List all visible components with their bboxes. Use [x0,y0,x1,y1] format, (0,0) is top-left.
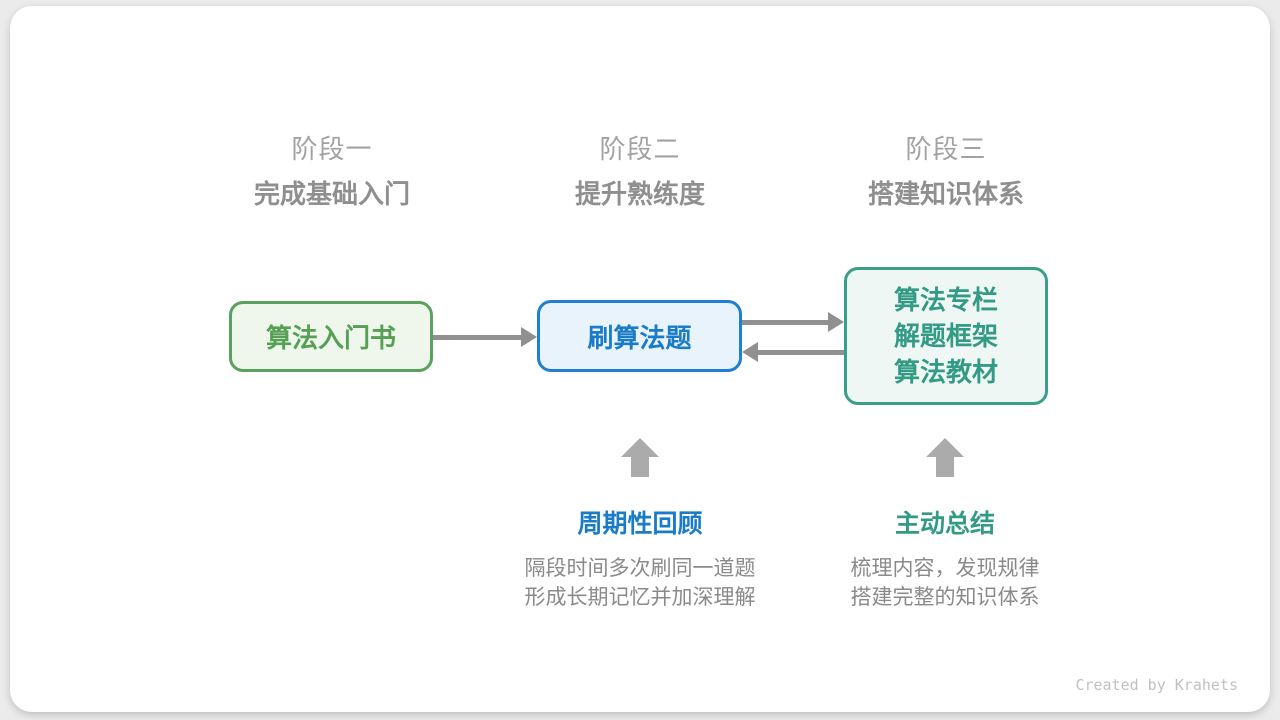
stage-2-label: 阶段二 [599,134,681,164]
node-practice-text: 刷算法题 [587,322,692,353]
method-summarize-desc-line-1: 梳理内容，发现规律 [850,557,1040,580]
stage-3-subtitle: 搭建知识体系 [867,179,1024,209]
up-arrow-icon-summarize [926,438,964,477]
method-review-desc-line-2: 形成长期记忆并加深理解 [524,586,756,609]
node-knowledge-line-2: 解题框架 [893,321,998,351]
method-summarize-title: 主动总结 [894,510,995,538]
stage-1-label: 阶段一 [291,134,373,164]
node-practice: 刷算法题 [537,300,742,372]
arrow-book-to-practice-head-icon [521,327,537,347]
node-knowledge-line-3: 算法教材 [893,357,998,387]
method-summarize-desc: 梳理内容，发现规律 搭建完整的知识体系 [775,554,1115,612]
method-summarize-desc-line-2: 搭建完整的知识体系 [850,586,1040,609]
node-knowledge-line-1: 算法专栏 [893,285,998,315]
arrow-knowledge-to-practice-line [757,350,844,355]
credit-text: Created by Krahets [1075,676,1238,694]
method-review-desc: 隔段时间多次刷同一道题 形成长期记忆并加深理解 [470,554,810,612]
arrow-practice-to-knowledge-head-icon [828,312,844,332]
node-intro-book-text: 算法入门书 [265,323,396,353]
stage-1-subtitle: 完成基础入门 [253,179,410,209]
method-review-title: 周期性回顾 [577,510,703,538]
arrow-knowledge-to-practice-head-icon [742,342,758,362]
arrow-practice-to-knowledge-line [742,320,830,325]
stage-3-label: 阶段三 [905,134,987,164]
arrow-book-to-practice-line [433,335,522,340]
method-review-desc-line-1: 隔段时间多次刷同一道题 [524,557,756,580]
node-knowledge: 算法专栏 解题框架 算法教材 [844,267,1048,405]
up-arrow-icon-review [621,438,659,477]
stage-2-subtitle: 提升熟练度 [574,179,705,209]
node-intro-book: 算法入门书 [229,301,433,372]
